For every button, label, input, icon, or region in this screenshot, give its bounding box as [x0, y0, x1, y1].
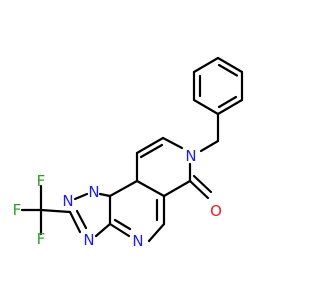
- bond-benzene-1: [216, 56, 244, 74]
- atom-f2: F: [13, 201, 22, 219]
- bonds: [20, 56, 244, 243]
- bond-carbonyl-c-ring: [162, 179, 192, 198]
- bond-triazole-3-inner: [75, 209, 88, 230]
- molecule-structure-diagram: N N N N N O F F F: [13, 56, 244, 250]
- bond-carbonyl-co-2: [192, 174, 213, 194]
- bond-n-c-top: [161, 136, 184, 150]
- bond-c-c-top: [135, 136, 165, 155]
- bond-c-cf3: [39, 208, 72, 214]
- bond-triazole-5: [98, 192, 112, 198]
- bond-triazole-3: [68, 210, 82, 234]
- atom-n-pyrimidine: N: [132, 232, 143, 250]
- atom-f3: F: [37, 230, 46, 248]
- atom-n-pyridinone: N: [185, 147, 196, 165]
- atom-n-triazole-n4: N: [83, 231, 94, 249]
- atom-n-triazole-n2: N: [62, 192, 73, 210]
- atom-o-carbonyl: O: [210, 202, 222, 220]
- atom-n-triazole-n1: N: [88, 183, 99, 201]
- bond-pyrim-3: [108, 222, 131, 238]
- bond-pyrim-1: [108, 179, 139, 198]
- bond-triazole-4: [73, 192, 89, 201]
- bond-benzene-6: [192, 56, 220, 74]
- bond-ch2-n: [199, 139, 220, 153]
- bond-c-c-top-inner: [139, 143, 164, 159]
- bond-carbonyl-co-1: [188, 179, 210, 200]
- bond-triazole-2: [94, 222, 112, 238]
- atom-labels: N N N N N O F F F: [13, 147, 222, 250]
- bond-benzene-4: [192, 98, 220, 116]
- bond-benzene-3: [216, 98, 244, 116]
- bond-benzene-inner-1: [217, 63, 239, 77]
- bond-pyrim-inner-2: [113, 218, 132, 231]
- bond-c-c-bottom: [135, 179, 166, 198]
- bond-pyrim-4: [147, 222, 166, 243]
- atom-f1: F: [37, 172, 46, 190]
- bond-benzene-inner-2: [217, 95, 238, 109]
